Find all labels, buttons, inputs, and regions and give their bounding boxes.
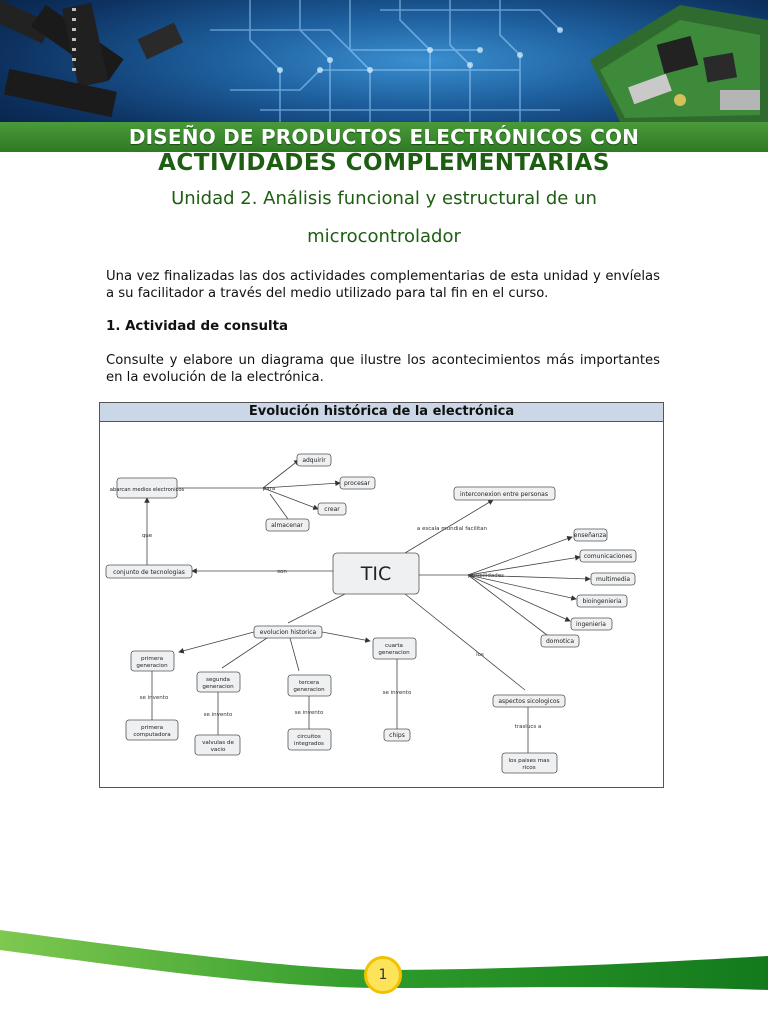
node-conjunto: conjunto de tecnologias <box>106 565 192 578</box>
svg-text:bioingenieria: bioingenieria <box>582 598 621 605</box>
link-se-invento-1: se invento <box>140 695 169 701</box>
node-interconexion: interconexion entre personas <box>454 487 555 500</box>
node-domotica: domotica <box>541 635 579 647</box>
section-paragraph: Consulte y elabore un diagrama que ilust… <box>106 352 660 386</box>
svg-text:adquirir: adquirir <box>302 457 326 464</box>
svg-text:multimedia: multimedia <box>596 576 630 583</box>
link-se-invento-4: se invento <box>383 690 412 696</box>
node-chips: chips <box>384 729 410 741</box>
node-crear: crear <box>318 503 346 515</box>
svg-text:crear: crear <box>324 506 340 513</box>
svg-text:chips: chips <box>389 732 405 739</box>
link-para: para <box>263 486 276 492</box>
microchip-image <box>0 0 183 117</box>
link-los: los <box>476 652 484 658</box>
svg-text:procesar: procesar <box>344 480 371 487</box>
svg-text:comunicaciones: comunicaciones <box>584 553 632 560</box>
node-tic: TIC <box>333 553 419 594</box>
link-escala: a escala mundial facilitan <box>417 526 488 532</box>
link-se-invento-3: se invento <box>295 710 324 716</box>
node-procesar: procesar <box>340 477 375 489</box>
node-multimedia: multimedia <box>591 573 635 585</box>
concept-map-canvas: para que son a escala mundial facilitan … <box>100 422 663 787</box>
node-adquirir: adquirir <box>297 454 331 466</box>
svg-text:conjunto de tecnologias: conjunto de tecnologias <box>113 569 185 576</box>
svg-text:interconexion entre personas: interconexion entre personas <box>460 491 548 498</box>
page-number: 1 <box>364 956 402 994</box>
svg-text:abarcan medios electronicos: abarcan medios electronicos <box>110 487 185 493</box>
link-son: son <box>277 569 287 575</box>
circuit-board-image <box>590 5 768 122</box>
svg-text:almacenar: almacenar <box>271 522 303 529</box>
page-subtitle: Unidad 2. Análisis funcional y estructur… <box>140 180 628 256</box>
link-posibilidades: posibilidades <box>468 573 504 579</box>
node-aspectos: aspectos sicologicos <box>493 695 565 707</box>
header-banner: DISEÑO DE PRODUCTOS ELECTRÓNICOS CON MIC… <box>0 0 768 152</box>
node-ingenieria: ingenieria <box>571 618 612 630</box>
link-que: que <box>142 533 153 539</box>
svg-text:ingenieria: ingenieria <box>576 621 606 628</box>
svg-text:evolucion historica: evolucion historica <box>260 629 317 636</box>
svg-text:domotica: domotica <box>546 638 574 645</box>
node-ensenanza: enseñanza <box>574 529 607 541</box>
concept-map: Evolución histórica de la electrónica <box>99 402 664 788</box>
banner-title-bar: DISEÑO DE PRODUCTOS ELECTRÓNICOS CON MIC… <box>0 122 768 152</box>
link-se-invento-2: se invento <box>204 712 233 718</box>
concept-map-title: Evolución histórica de la electrónica <box>100 403 663 422</box>
svg-text:enseñanza: enseñanza <box>574 532 607 539</box>
svg-text:aspectos sicologicos: aspectos sicologicos <box>498 698 559 705</box>
node-abarcan: abarcan medios electronicos <box>110 478 185 498</box>
node-bioingenieria: bioingenieria <box>577 595 627 607</box>
link-traslucs: traslucs a <box>515 724 542 730</box>
page-title: ACTIVIDADES COMPLEMENTARIAS <box>0 150 768 176</box>
course-title: DISEÑO DE PRODUCTOS ELECTRÓNICOS CON MIC… <box>0 122 768 152</box>
node-evolucion: evolucion historica <box>254 626 322 638</box>
node-comunicaciones: comunicaciones <box>580 550 636 562</box>
svg-text:TIC: TIC <box>360 563 391 585</box>
node-almacenar: almacenar <box>266 519 309 531</box>
section-heading: 1. Actividad de consulta <box>106 319 288 334</box>
intro-paragraph: Una vez finalizadas las dos actividades … <box>106 268 660 302</box>
